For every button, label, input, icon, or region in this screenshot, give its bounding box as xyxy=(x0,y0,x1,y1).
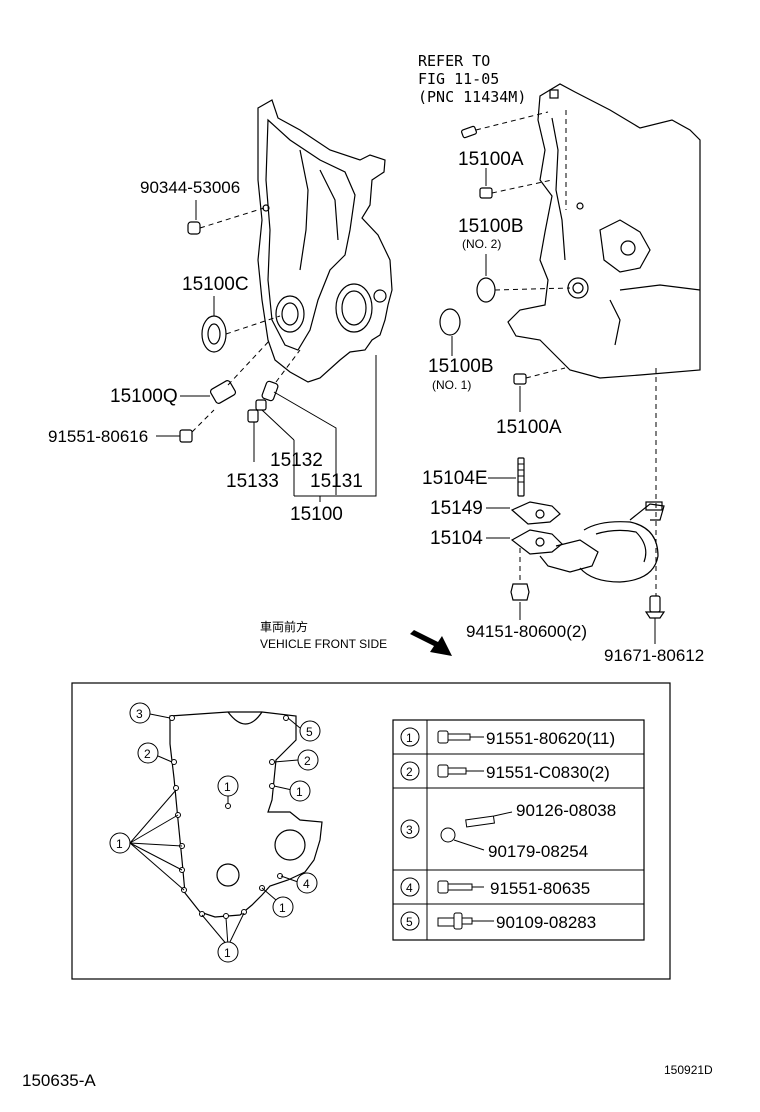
bolt-legend-table: 1 91551-80620(11) 2 91551-C0830(2) 3 xyxy=(392,719,645,941)
svg-text:2: 2 xyxy=(304,754,311,768)
part-15104E-stud xyxy=(517,457,525,497)
svg-text:3: 3 xyxy=(136,707,143,721)
legend-row-4: 4 91551-80635 xyxy=(400,877,590,898)
label-15100B-bot: 15100B xyxy=(428,356,494,377)
diagram-code-left: 150635-A xyxy=(22,1071,96,1090)
part-15149-gasket xyxy=(510,501,561,525)
label-15100C: 15100C xyxy=(182,274,249,295)
legend-part-91551-80620: 91551-80620(11) xyxy=(486,729,615,748)
legend-part-91551-80635: 91551-80635 xyxy=(490,879,590,898)
label-15100A-top: 15100A xyxy=(458,149,524,170)
svg-text:1: 1 xyxy=(116,837,123,851)
inset-frame xyxy=(71,682,671,980)
svg-text:3: 3 xyxy=(406,823,413,837)
inset-callout-4: 4 xyxy=(296,872,318,894)
svg-text:2: 2 xyxy=(144,747,151,761)
svg-text:1: 1 xyxy=(224,946,231,960)
label-90344-53006: 90344-53006 xyxy=(140,178,240,197)
svg-text:1: 1 xyxy=(279,901,286,915)
front-side-jp: 車両前方 xyxy=(260,619,308,634)
legend-part-90109-08283: 90109-08283 xyxy=(496,913,596,932)
inset-bolt-holes xyxy=(169,715,289,919)
label-94151-80600: 94151-80600(2) xyxy=(466,622,587,641)
svg-text:5: 5 xyxy=(306,725,313,739)
refer-line-3: (PNC 11434M) xyxy=(418,88,526,106)
inset-leaders xyxy=(129,713,301,947)
label-15100B-top: 15100B xyxy=(458,216,524,237)
label-15131: 15131 xyxy=(310,471,363,492)
nut-icon xyxy=(440,827,485,851)
inset-callout-2-right: 2 xyxy=(297,749,319,771)
part-oil-valve xyxy=(247,349,301,423)
label-15133: 15133 xyxy=(226,471,279,492)
inset-callout-1-left: 1 xyxy=(109,832,131,854)
part-91551-80616 xyxy=(179,409,215,443)
inset-callout-1-right: 1 xyxy=(289,780,311,802)
inset-callout-1-lower-right: 1 xyxy=(272,896,294,918)
bolt-icon xyxy=(437,730,484,744)
part-15100Q xyxy=(209,339,271,404)
svg-text:1: 1 xyxy=(296,785,303,799)
stud-bolt-icon xyxy=(437,912,494,930)
label-15100A-bot: 15100A xyxy=(496,417,562,438)
legend-row-3: 3 90126-08038 90179-08254 xyxy=(400,801,616,861)
refer-line-2: FIG 11-05 xyxy=(418,70,499,88)
part-15100A-dowel xyxy=(479,179,553,199)
bolt-icon xyxy=(437,764,484,778)
label-91551-80616: 91551-80616 xyxy=(48,427,148,446)
legend-row-5: 5 90109-08283 xyxy=(400,911,596,932)
label-91671-80612: 91671-80612 xyxy=(604,646,704,665)
label-15132: 15132 xyxy=(270,450,323,471)
svg-text:2: 2 xyxy=(406,765,413,779)
legend-row-2: 2 91551-C0830(2) xyxy=(400,761,610,782)
legend-row-1: 1 91551-80620(11) xyxy=(400,727,615,748)
inset-callout-1-bottom: 1 xyxy=(217,941,239,963)
part-91671-80612-bolt xyxy=(644,595,666,619)
inset-callout-1-center: 1 xyxy=(217,775,239,797)
part-15100B-no2-oring xyxy=(476,277,571,303)
timing-cover xyxy=(257,99,393,383)
part-15100C-seal xyxy=(201,315,281,353)
legend-part-90179-08254: 90179-08254 xyxy=(488,842,588,861)
inset-callout-3: 3 xyxy=(129,702,151,724)
inset-callout-5: 5 xyxy=(299,720,321,742)
part-15104-strainer xyxy=(510,501,665,583)
label-15100: 15100 xyxy=(290,504,343,525)
svg-text:4: 4 xyxy=(303,877,310,891)
bolt-icon xyxy=(437,880,484,894)
label-no2: (NO. 2) xyxy=(462,237,501,251)
label-15104: 15104 xyxy=(430,528,483,549)
stud-icon xyxy=(465,811,513,828)
label-15100Q: 15100Q xyxy=(110,386,178,407)
label-15104E: 15104E xyxy=(422,468,488,489)
label-no1: (NO. 1) xyxy=(432,378,471,392)
engine-block xyxy=(507,83,701,379)
part-15100A-bottom-pin xyxy=(513,367,566,385)
svg-text:4: 4 xyxy=(406,881,413,895)
front-side-en: VEHICLE FRONT SIDE xyxy=(260,637,387,651)
part-15100A-top-pin xyxy=(461,111,549,139)
svg-text:1: 1 xyxy=(224,780,231,794)
svg-text:5: 5 xyxy=(406,915,413,929)
front-arrow-icon xyxy=(410,630,452,656)
inset-cover-outline xyxy=(169,711,323,918)
part-90344-53006 xyxy=(187,207,265,235)
refer-line-1: REFER TO xyxy=(418,52,490,70)
label-15149: 15149 xyxy=(430,498,483,519)
svg-text:1: 1 xyxy=(406,731,413,745)
part-94151-80600-nut xyxy=(510,548,530,601)
legend-part-91551-C0830: 91551-C0830(2) xyxy=(486,763,610,782)
legend-part-90126-08038: 90126-08038 xyxy=(516,801,616,820)
part-15100B-no1-oring xyxy=(439,308,461,336)
inset-callout-2-left: 2 xyxy=(137,742,159,764)
diagram-code-right: 150921D xyxy=(664,1063,713,1077)
